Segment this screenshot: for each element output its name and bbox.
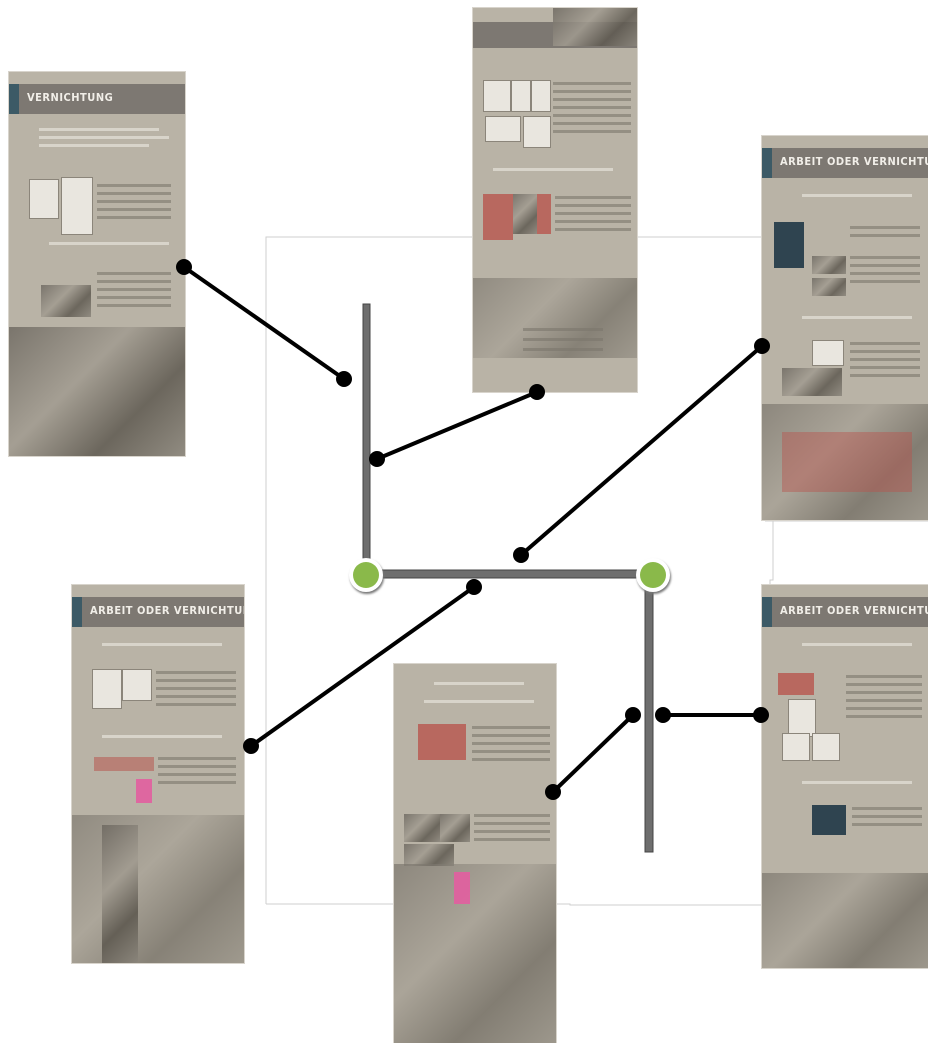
connector-end-dot: [369, 451, 385, 467]
connector-top: [376, 390, 538, 461]
panel-vernichtung: VERNICHTUNG: [9, 72, 185, 456]
connector-end-dot: [655, 707, 671, 723]
rail-horizontal: [363, 569, 655, 579]
connector-left-top: [182, 265, 346, 381]
connector-end-dot: [176, 259, 192, 275]
panel-title: ARBEIT ODER VERNICHTUNG: [90, 604, 244, 617]
rail-vertical-left: [362, 303, 371, 577]
connector-right-top: [519, 344, 764, 557]
panel-title: ARBEIT ODER VERNICHTUNG: [780, 155, 928, 168]
panel-title: ARBEIT ODER VERNICHTUNG: [780, 604, 928, 617]
panel-bottom: [394, 664, 556, 1043]
connector-end-dot: [243, 738, 259, 754]
connector-end-dot: [336, 371, 352, 387]
junction-left: [349, 558, 383, 592]
connector-end-dot: [754, 338, 770, 354]
connector-left-bottom: [249, 585, 476, 748]
panel-arbeit-oder-vernichtung-left-bottom: ARBEIT ODER VERNICHTUNG: [72, 585, 244, 963]
connector-end-dot: [466, 579, 482, 595]
connector-end-dot: [529, 384, 545, 400]
junction-right: [636, 558, 670, 592]
panel-title: VERNICHTUNG: [27, 91, 114, 104]
connector-end-dot: [625, 707, 641, 723]
rail-vertical-right: [644, 575, 654, 853]
connector-bottom: [551, 713, 635, 794]
panel-arbeit-oder-vernichtung-right-top: ARBEIT ODER VERNICHTUNG: [762, 136, 928, 520]
panel-top: [473, 8, 637, 392]
panel-arbeit-oder-vernichtung-right-bottom: ARBEIT ODER VERNICHTUNG: [762, 585, 928, 968]
connector-end-dot: [513, 547, 529, 563]
connector-end-dot: [753, 707, 769, 723]
connector-end-dot: [545, 784, 561, 800]
